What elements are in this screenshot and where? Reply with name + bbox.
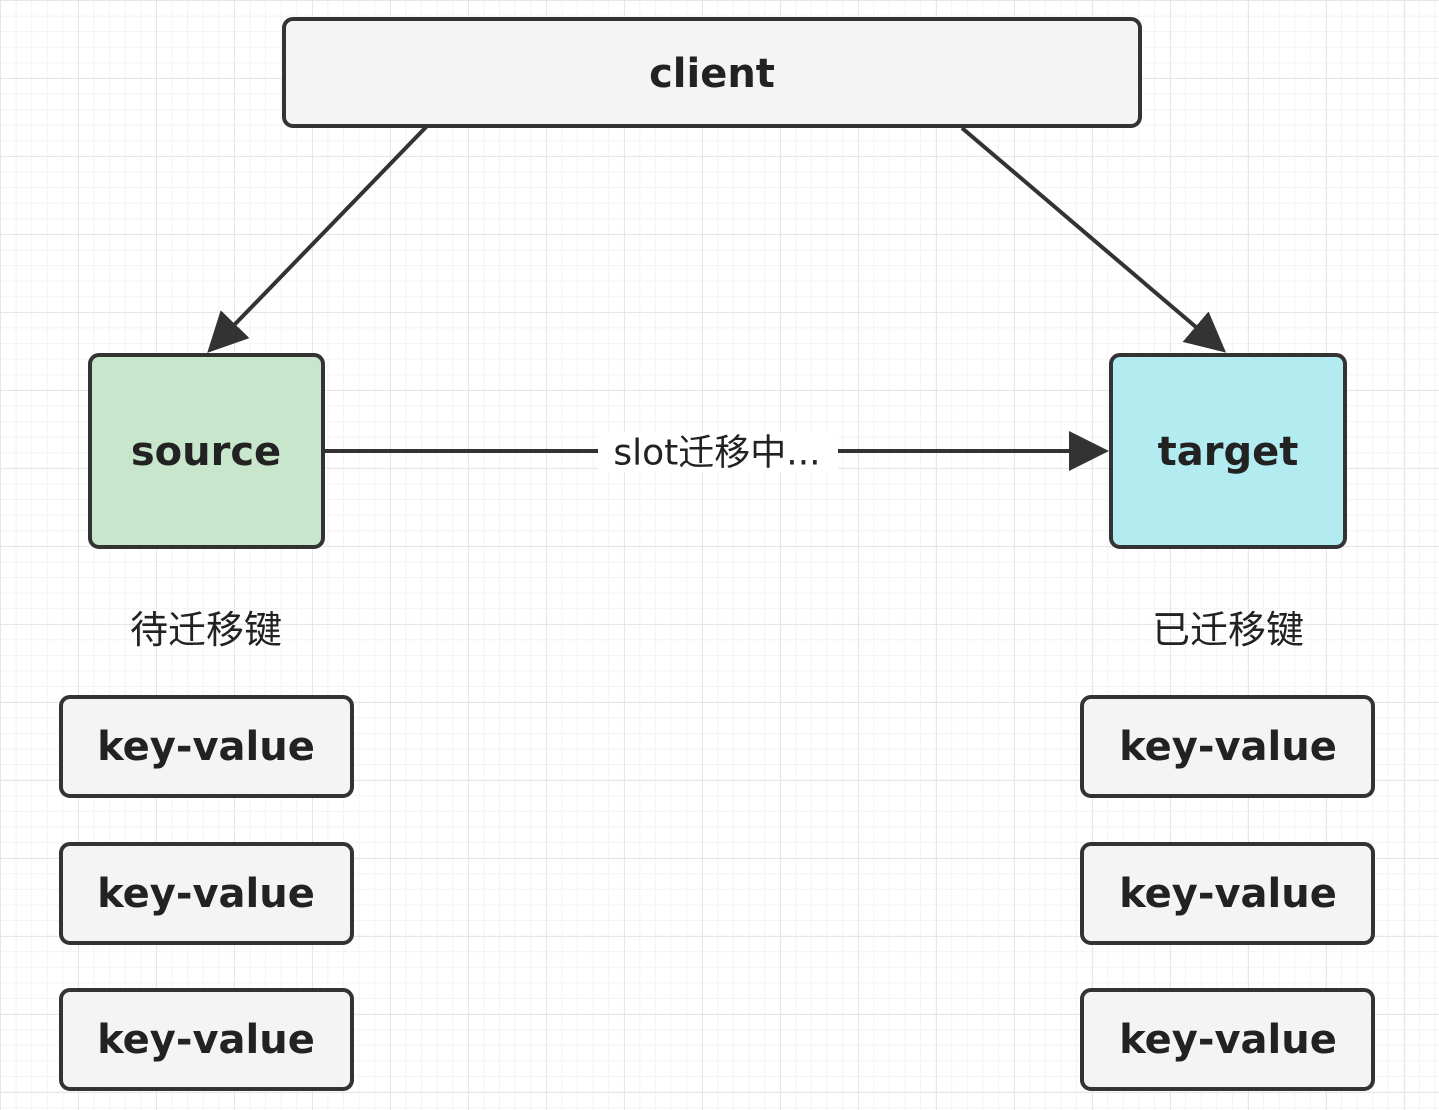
left-kv-1[interactable]: key-value [59,695,354,798]
edge-client-to-source [207,123,430,353]
left-kv-3-box [59,988,354,1091]
left-kv-1-label: key-value [97,724,315,770]
edge-client-to-target [960,126,1227,353]
right-kv-3-box [1080,988,1375,1091]
node-target[interactable]: target [1109,353,1347,549]
right-kv-3-label: key-value [1119,1017,1337,1063]
right-kv-2[interactable]: key-value [1080,842,1375,945]
left-group-title: 待迁移键 [130,608,282,652]
right-group-title: 已迁移键 [1152,608,1304,652]
edge-label: slot迁移中... [613,433,820,474]
left-kv-3-label: key-value [97,1017,315,1063]
right-kv-3[interactable]: key-value [1080,988,1375,1091]
source-label: source [131,429,281,475]
edge-label-bg [598,432,838,472]
right-group: 已迁移键 key-value key-value key-value [1080,608,1375,1091]
right-kv-1[interactable]: key-value [1080,695,1375,798]
left-kv-2[interactable]: key-value [59,842,354,945]
client-box [282,17,1142,128]
target-label: target [1158,429,1299,475]
target-box [1109,353,1347,549]
right-kv-1-box [1080,695,1375,798]
left-kv-2-label: key-value [97,871,315,917]
right-kv-2-box [1080,842,1375,945]
client-label: client [649,51,775,97]
right-kv-2-label: key-value [1119,871,1337,917]
source-box [88,353,325,549]
left-kv-3[interactable]: key-value [59,988,354,1091]
right-kv-1-label: key-value [1119,724,1337,770]
left-group: 待迁移键 key-value key-value key-value [59,608,354,1091]
node-source[interactable]: source [88,353,325,549]
left-kv-2-box [59,842,354,945]
node-client[interactable]: client [282,17,1142,128]
left-kv-1-box [59,695,354,798]
edges: slot迁移中... [207,123,1227,474]
